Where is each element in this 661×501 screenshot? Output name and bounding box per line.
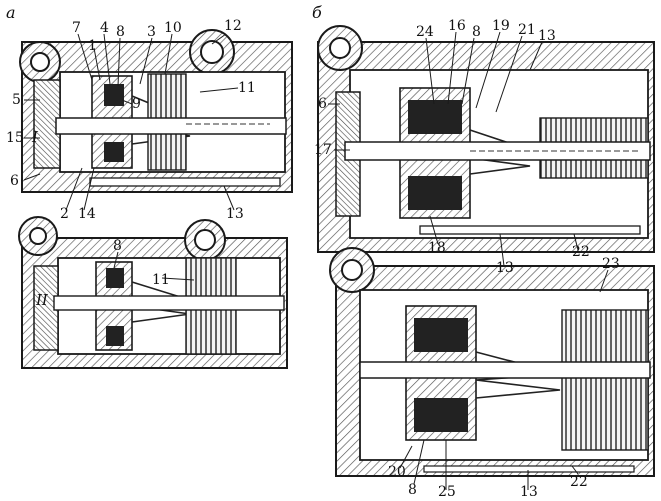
callout-24: 24: [416, 24, 434, 40]
drawing-a-position-II: [18, 216, 288, 369]
callout-14: 14: [78, 206, 96, 222]
callout-b2-22: 22: [570, 474, 588, 490]
panel-label-a: а: [6, 3, 16, 22]
position-label-I: I: [31, 128, 39, 146]
callout-15: 15: [6, 130, 24, 146]
callout-a2-11: 11: [152, 272, 170, 288]
callout-21: 21: [518, 22, 536, 38]
callout-b2-13: 13: [520, 484, 538, 500]
callout-12: 12: [224, 18, 242, 34]
callout-10: 10: [164, 20, 182, 36]
callout-16: 16: [448, 18, 466, 34]
callout-18: 18: [428, 240, 446, 256]
drawing-a-position-I: [19, 29, 293, 193]
drawing-b-bottom: [329, 247, 655, 477]
callout-3: 3: [147, 24, 156, 40]
callout-2: 2: [60, 206, 69, 222]
callout-25: 25: [438, 484, 456, 500]
callout-17: 17: [314, 142, 332, 158]
callout-13: 13: [226, 206, 244, 222]
callout-8: 8: [116, 24, 125, 40]
callout-20: 20: [388, 464, 406, 480]
callout-b-8: 8: [472, 24, 481, 40]
panel-label-b: б: [312, 3, 322, 22]
callout-b2-8: 8: [408, 482, 417, 498]
callout-5: 5: [12, 92, 21, 108]
callout-9: 9: [132, 96, 141, 112]
callout-6: 6: [10, 173, 19, 189]
callout-b-13: 13: [538, 28, 556, 44]
drawing-b-top: [317, 25, 655, 253]
callout-b-13-low: 13: [496, 260, 514, 276]
callout-a2-8: 8: [113, 238, 122, 254]
callout-22: 22: [572, 244, 590, 260]
callout-b-6: 6: [318, 96, 327, 112]
callout-4: 4: [100, 20, 109, 36]
callout-11: 11: [238, 80, 256, 96]
position-label-II: II: [35, 291, 49, 309]
labels: а б I II 7 1 4 8 3 10 12 5 9 11 15 6 2 1…: [6, 3, 620, 500]
callout-1: 1: [88, 38, 97, 54]
callout-19: 19: [492, 18, 510, 34]
leader-lines: [23, 31, 609, 490]
callout-7: 7: [72, 20, 81, 36]
callout-23: 23: [602, 256, 620, 272]
